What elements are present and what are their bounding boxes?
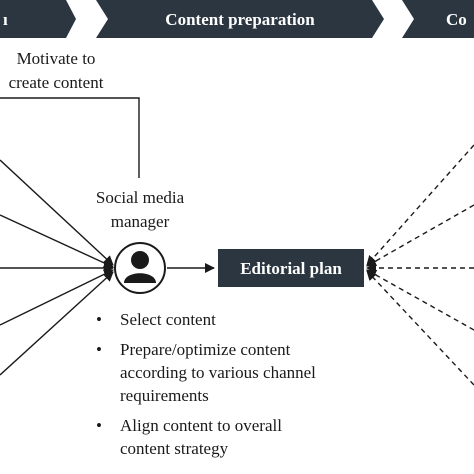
dashed-arrow-5 <box>366 270 474 386</box>
incoming-arrow-2 <box>0 214 114 268</box>
role-label-line1: Social media <box>96 188 185 207</box>
task-text: according to various channel <box>120 363 316 382</box>
role-label-line2: manager <box>111 212 170 231</box>
task-item-align-content: • Align content to overall content strat… <box>96 416 282 458</box>
incoming-arrow-5 <box>0 271 114 376</box>
incoming-arrows <box>0 159 114 376</box>
phase-right-label: Co <box>446 10 467 29</box>
phase-chevron-right <box>402 0 474 38</box>
phase-chevron-content-preparation <box>96 0 384 38</box>
incoming-arrow-1 <box>0 159 114 266</box>
task-bullet: • <box>96 310 102 329</box>
dashed-arrow-4 <box>366 269 474 331</box>
motivate-label-line1: Motivate to <box>17 49 96 68</box>
task-text: Align content to overall <box>120 416 282 435</box>
motivate-connector <box>0 97 140 178</box>
task-bullet: • <box>96 416 102 435</box>
phase-left-label: ı <box>3 10 8 29</box>
task-text: content strategy <box>120 439 229 458</box>
task-bullet: • <box>96 340 102 359</box>
dashed-arrow-2 <box>366 204 474 267</box>
task-list: • Select content • Prepare/optimize cont… <box>96 310 316 458</box>
motivate-label-line2: create content <box>9 73 104 92</box>
motivate-group: Motivate to create content <box>0 49 140 178</box>
task-text: Prepare/optimize content <box>120 340 291 359</box>
task-text: requirements <box>120 386 209 405</box>
editorial-plan-label: Editorial plan <box>240 259 342 278</box>
task-item-select-content: • Select content <box>96 310 216 329</box>
editorial-plan-box: Editorial plan <box>218 249 364 287</box>
phase-chevron-left <box>0 0 76 38</box>
incoming-arrow-4 <box>0 269 114 326</box>
person-icon <box>114 242 166 294</box>
phase-content-preparation-label: Content preparation <box>165 10 315 29</box>
task-text: Select content <box>120 310 216 329</box>
task-item-prepare-content: • Prepare/optimize content according to … <box>96 340 316 405</box>
dashed-arrow-1 <box>366 144 474 266</box>
social-media-manager: Social media manager <box>96 188 185 294</box>
outgoing-dashed-arrows <box>366 144 474 386</box>
phase-bar: ı Content preparation Co <box>0 0 474 38</box>
